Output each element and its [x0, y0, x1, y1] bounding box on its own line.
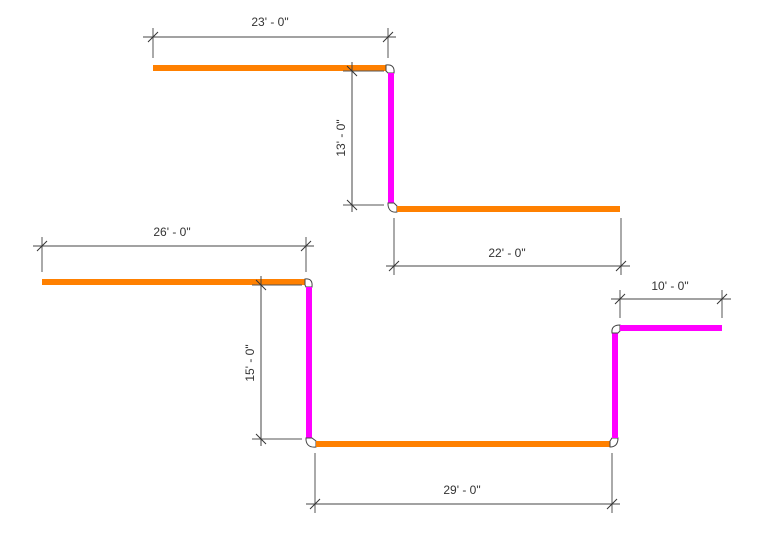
dimension-13ft[interactable]: 13' - 0"	[334, 62, 384, 212]
elbow-fitting-icon[interactable]	[387, 202, 398, 213]
elbow-fitting-icon[interactable]	[305, 437, 317, 448]
dimension-29ft[interactable]: 29' - 0"	[306, 453, 620, 513]
elbow-fitting-icon[interactable]	[611, 324, 621, 334]
dimension-label-10ft: 10' - 0"	[651, 279, 688, 293]
dimension-label-29ft: 29' - 0"	[443, 483, 480, 497]
pipe-run-1: 23' - 0" 13' - 0" 22' - 0"	[143, 15, 630, 275]
dimension-label-22ft: 22' - 0"	[488, 246, 525, 260]
dimension-label-23ft: 23' - 0"	[251, 15, 288, 29]
pipe-run-2: 26' - 0" 15' - 0"	[33, 225, 731, 513]
dimension-15ft[interactable]: 15' - 0"	[243, 276, 302, 446]
elbow-fitting-icon[interactable]	[385, 64, 395, 74]
dimension-label-13ft: 13' - 0"	[334, 119, 348, 156]
dimension-23ft[interactable]: 23' - 0"	[143, 15, 396, 58]
elbow-fitting-icon[interactable]	[304, 278, 313, 288]
dimension-26ft[interactable]: 26' - 0"	[33, 225, 314, 272]
dimension-10ft[interactable]: 10' - 0"	[611, 279, 731, 318]
dimension-22ft[interactable]: 22' - 0"	[386, 218, 630, 275]
dimension-label-26ft: 26' - 0"	[153, 225, 190, 239]
dimension-label-15ft: 15' - 0"	[243, 344, 257, 381]
elbow-fitting-icon[interactable]	[609, 437, 619, 448]
